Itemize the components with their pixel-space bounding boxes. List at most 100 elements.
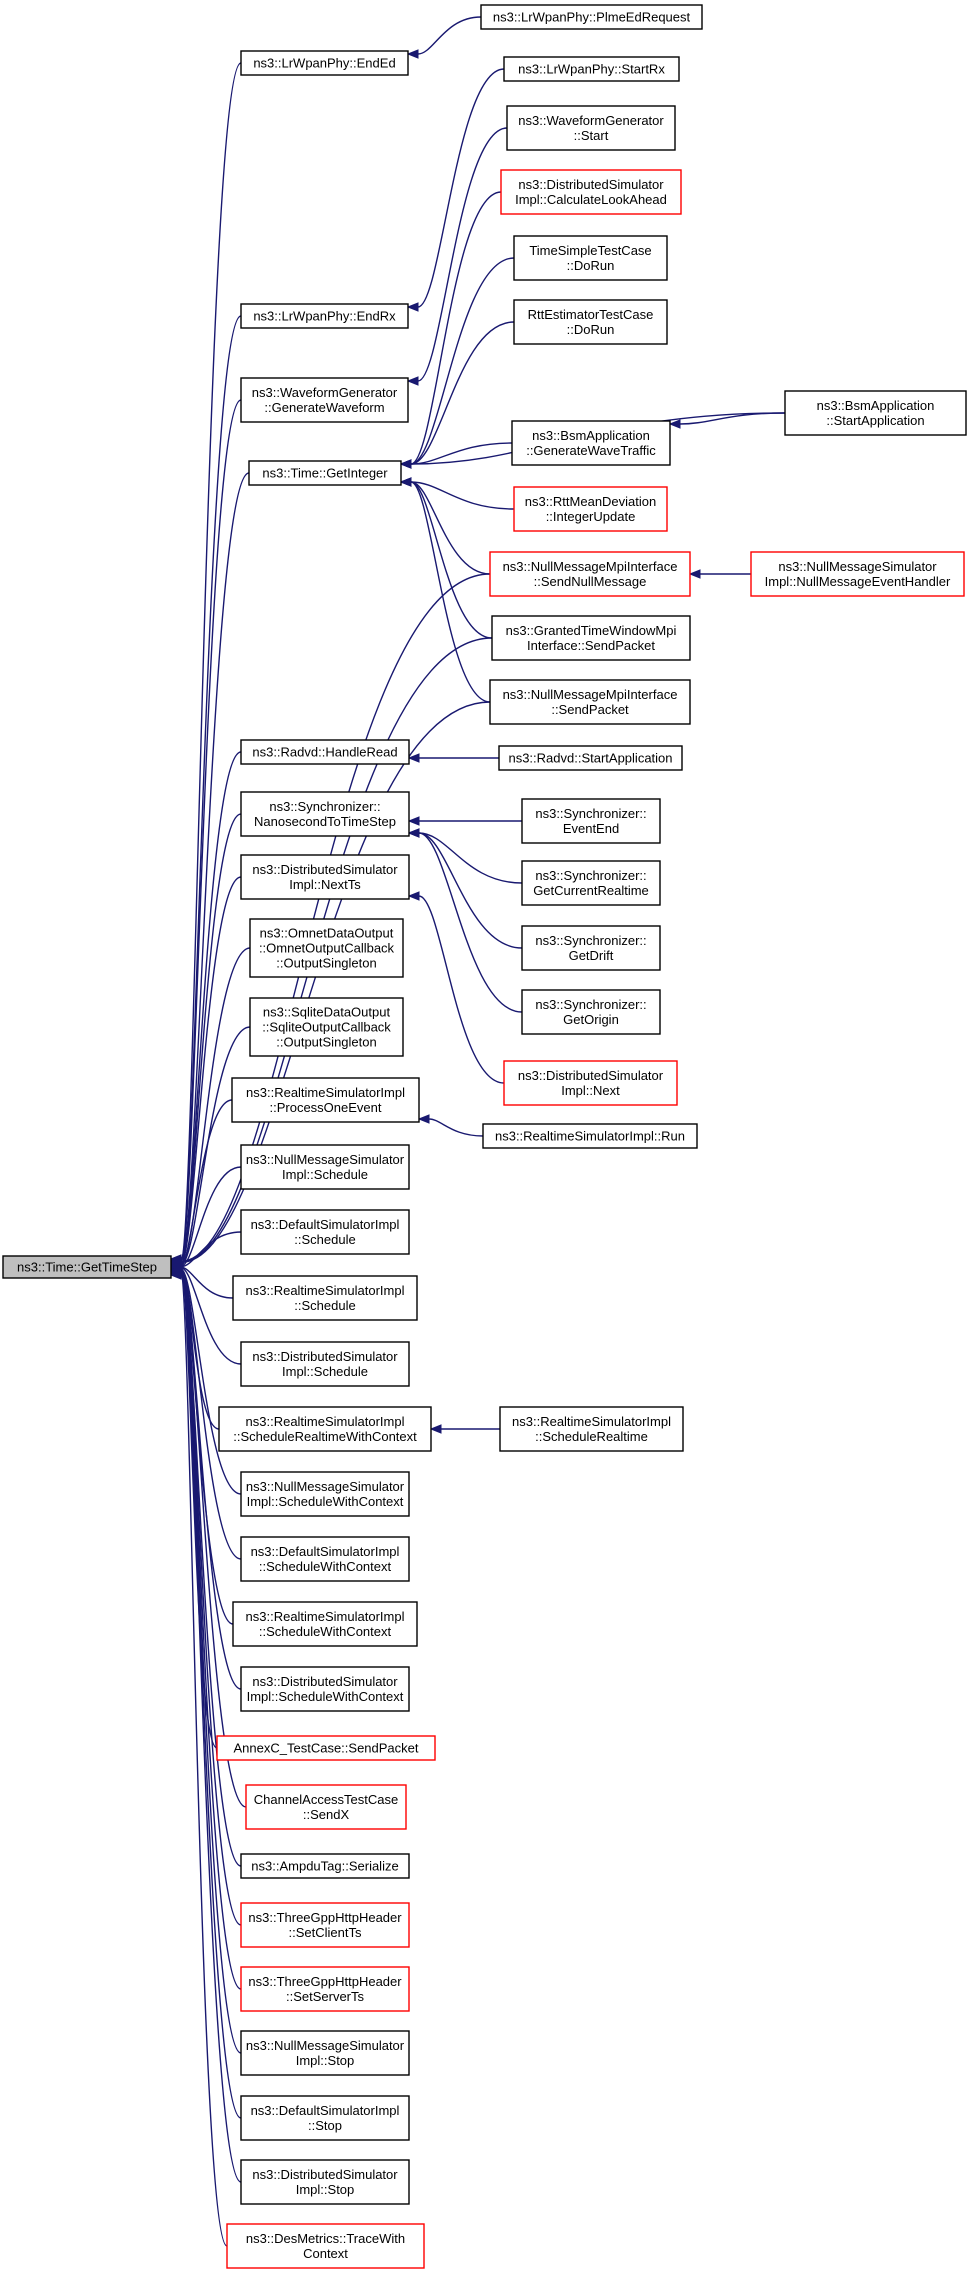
node-box xyxy=(240,1536,410,1582)
node-httpServer[interactable]: ns3::ThreeGppHttpHeader::SetServerTs xyxy=(240,1966,410,2012)
edge-rttMean-to-getInt xyxy=(399,477,515,510)
node-bsmStart[interactable]: ns3::BsmApplication::StartApplication xyxy=(784,390,967,436)
node-tstc[interactable]: TimeSimpleTestCase::DoRun xyxy=(513,235,668,281)
node-startRx[interactable]: ns3::LrWpanPhy::StartRx xyxy=(503,56,680,82)
node-nmsHandler[interactable]: ns3::NullMessageSimulatorImpl::NullMessa… xyxy=(750,551,965,597)
node-box xyxy=(240,1853,410,1879)
node-plmeEd[interactable]: ns3::LrWpanPhy::PlmeEdRequest xyxy=(480,4,703,30)
node-nmmSend[interactable]: ns3::NullMessageMpiInterface::SendNullMe… xyxy=(489,551,691,597)
node-label-line: ::Schedule xyxy=(294,1298,355,1313)
node-getInt[interactable]: ns3::Time::GetInteger xyxy=(248,460,402,486)
node-box xyxy=(240,1966,410,2012)
edge-httpClient-to-root xyxy=(169,1267,242,1926)
node-httpClient[interactable]: ns3::ThreeGppHttpHeader::SetClientTs xyxy=(240,1902,410,1948)
node-annexC[interactable]: AnnexC_TestCase::SendPacket xyxy=(216,1735,436,1761)
node-label-line: RttEstimatorTestCase xyxy=(528,307,654,322)
node-label-line: ns3::DistributedSimulator xyxy=(252,1674,398,1689)
edge-syncEventEnd-to-syncNano xyxy=(407,816,522,826)
node-omnet[interactable]: ns3::OmnetDataOutput::OmnetOutputCallbac… xyxy=(249,918,404,978)
node-box xyxy=(521,925,661,971)
node-rsSchedule[interactable]: ns3::RealtimeSimulatorImpl::Schedule xyxy=(232,1275,418,1321)
node-syncDrift[interactable]: ns3::Synchronizer::GetDrift xyxy=(521,925,661,971)
node-endRx[interactable]: ns3::LrWpanPhy::EndRx xyxy=(240,303,409,329)
node-bsmGen[interactable]: ns3::BsmApplication::GenerateWaveTraffic xyxy=(511,420,671,466)
edge-nmsStop-to-root xyxy=(169,1268,242,2054)
node-box xyxy=(231,1077,420,1123)
node-label-line: ns3::SqliteDataOutput xyxy=(263,1005,391,1020)
edge-wgStart-to-wgGen xyxy=(406,127,508,386)
node-wgStart[interactable]: ns3::WaveformGenerator::Start xyxy=(506,105,676,151)
node-nmmPacket[interactable]: ns3::NullMessageMpiInterface::SendPacket xyxy=(489,679,691,725)
edge-plmeEd-to-endEd xyxy=(406,16,482,59)
node-defStop[interactable]: ns3::DefaultSimulatorImpl::Stop xyxy=(240,2095,410,2141)
node-label-line: ns3::ThreeGppHttpHeader xyxy=(248,1974,402,1989)
node-box xyxy=(240,1471,410,1517)
edge-rsSchedRT-to-rsSchedRTCtx xyxy=(429,1424,500,1434)
node-endEd[interactable]: ns3::LrWpanPhy::EndEd xyxy=(240,50,409,76)
node-rttMean[interactable]: ns3::RttMeanDeviation::IntegerUpdate xyxy=(513,486,668,532)
node-label-line: Impl::ScheduleWithContext xyxy=(247,1689,404,1704)
node-sqlite[interactable]: ns3::SqliteDataOutput::SqliteOutputCallb… xyxy=(249,997,404,1057)
node-defSchedule[interactable]: ns3::DefaultSimulatorImpl::Schedule xyxy=(240,1209,410,1255)
node-box xyxy=(240,303,409,329)
node-defSchedCtx[interactable]: ns3::DefaultSimulatorImpl::ScheduleWithC… xyxy=(240,1536,410,1582)
node-label-line: ::IntegerUpdate xyxy=(546,509,636,524)
node-radvdStart[interactable]: ns3::Radvd::StartApplication xyxy=(498,745,683,771)
node-label-line: ns3::DistributedSimulator xyxy=(252,1349,398,1364)
node-wgGen[interactable]: ns3::WaveformGenerator::GenerateWaveform xyxy=(240,377,409,423)
node-syncCurrent[interactable]: ns3::Synchronizer::GetCurrentRealtime xyxy=(521,860,661,906)
edge-wgGen-to-root xyxy=(169,399,242,1265)
node-chanAccess[interactable]: ChannelAccessTestCase::SendX xyxy=(245,1784,407,1830)
node-radvdHandle[interactable]: ns3::Radvd::HandleRead xyxy=(240,739,410,765)
node-box xyxy=(750,551,965,597)
node-dsCalc[interactable]: ns3::DistributedSimulatorImpl::Calculate… xyxy=(500,169,682,215)
node-label-line: ns3::RealtimeSimulatorImpl xyxy=(246,1414,405,1429)
node-box xyxy=(240,377,409,423)
node-box xyxy=(521,989,661,1035)
edge-endEd-to-root xyxy=(169,62,242,1264)
node-syncOrigin[interactable]: ns3::Synchronizer::GetOrigin xyxy=(521,989,661,1035)
node-box xyxy=(513,486,668,532)
node-box xyxy=(480,4,703,30)
node-label-line: ns3::WaveformGenerator xyxy=(252,385,398,400)
node-rsSchedRT[interactable]: ns3::RealtimeSimulatorImpl::ScheduleReal… xyxy=(499,1406,684,1452)
node-rttDoRun[interactable]: RttEstimatorTestCase::DoRun xyxy=(513,299,668,345)
node-rsSchedCtx[interactable]: ns3::RealtimeSimulatorImpl::ScheduleWith… xyxy=(232,1601,418,1647)
node-grantedSend[interactable]: ns3::GrantedTimeWindowMpiInterface::Send… xyxy=(491,615,691,661)
node-rsRun[interactable]: ns3::RealtimeSimulatorImpl::Run xyxy=(482,1123,698,1149)
node-label-line: ns3::LrWpanPhy::PlmeEdRequest xyxy=(493,10,691,25)
node-label-line: ns3::DistributedSimulator xyxy=(518,177,664,192)
node-rsSchedRTCtx[interactable]: ns3::RealtimeSimulatorImpl::ScheduleReal… xyxy=(218,1406,432,1452)
node-syncNano[interactable]: ns3::Synchronizer::NanosecondToTimeStep xyxy=(240,791,410,837)
node-nmsSchedCtx[interactable]: ns3::NullMessageSimulatorImpl::ScheduleW… xyxy=(240,1471,410,1517)
node-syncEventEnd[interactable]: ns3::Synchronizer::EventEnd xyxy=(521,798,661,844)
node-box xyxy=(521,798,661,844)
node-label-line: Context xyxy=(303,2246,348,2261)
edge-dsNext-to-dsNextTs xyxy=(407,891,505,1084)
edge-syncDrift-to-syncNano xyxy=(407,828,523,949)
node-label-line: ns3::DistributedSimulator xyxy=(518,1068,664,1083)
node-label-line: ns3::Synchronizer:: xyxy=(535,997,646,1012)
node-label-line: ns3::DefaultSimulatorImpl xyxy=(251,1217,400,1232)
node-rsProcess[interactable]: ns3::RealtimeSimulatorImpl::ProcessOneEv… xyxy=(231,1077,420,1123)
node-label-line: EventEnd xyxy=(563,821,619,836)
node-label-line: ::ScheduleRealtimeWithContext xyxy=(233,1429,417,1444)
node-label-line: ::SetClientTs xyxy=(289,1925,362,1940)
node-label-line: GetDrift xyxy=(569,948,614,963)
edge-dsSchedCtx-to-root xyxy=(169,1265,242,1690)
node-root[interactable]: ns3::Time::GetTimeStep xyxy=(2,1255,172,1279)
node-label-line: ns3::RealtimeSimulatorImpl xyxy=(246,1609,405,1624)
node-ampdu[interactable]: ns3::AmpduTag::Serialize xyxy=(240,1853,410,1879)
node-label-line: ns3::BsmApplication xyxy=(532,428,650,443)
node-box xyxy=(2,1255,172,1279)
node-label-line: ns3::LrWpanPhy::EndRx xyxy=(253,309,396,324)
edge-rsRun-to-rsProcess xyxy=(417,1114,484,1137)
node-dsSchedCtx[interactable]: ns3::DistributedSimulatorImpl::ScheduleW… xyxy=(240,1666,410,1712)
